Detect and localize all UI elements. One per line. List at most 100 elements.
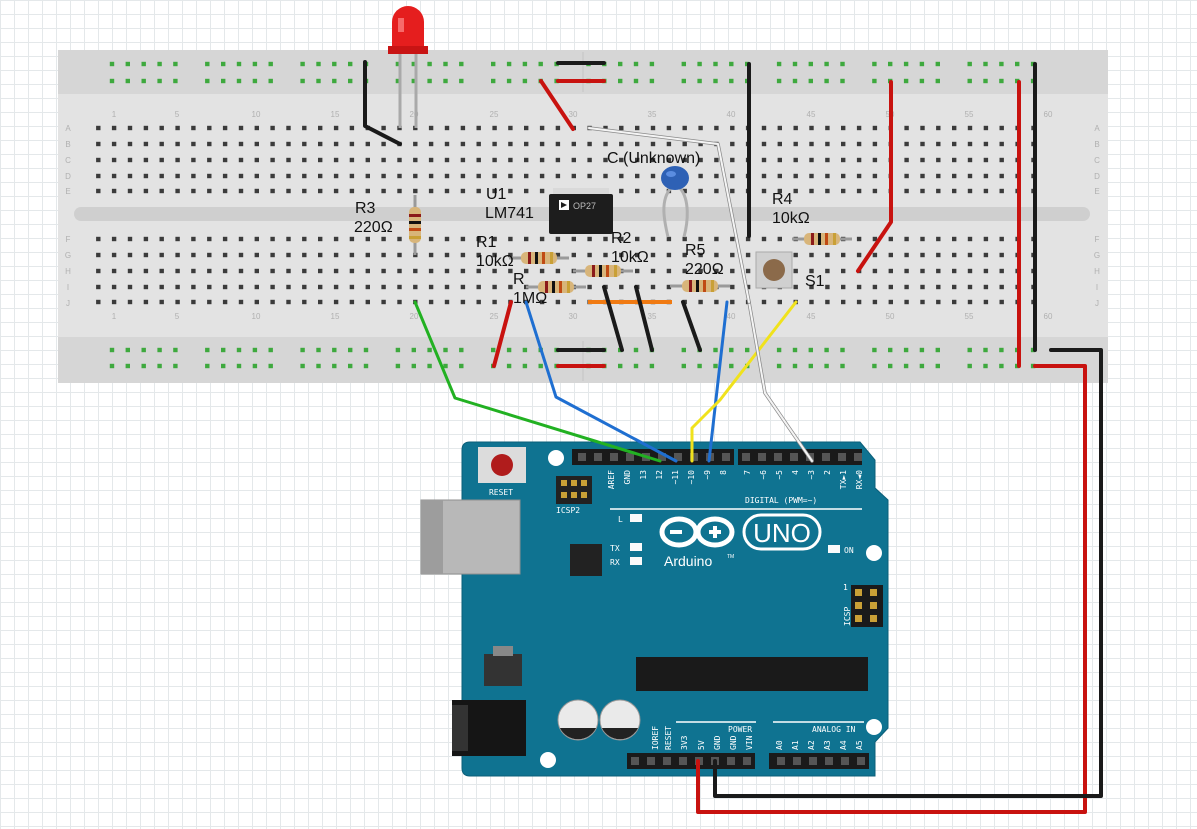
header-pin[interactable] — [626, 453, 634, 461]
breadboard-hole — [191, 252, 196, 258]
regulator-tab — [493, 646, 513, 656]
wire-black-led[interactable] — [363, 60, 402, 146]
rail-hole — [236, 347, 242, 353]
header-pin[interactable] — [857, 757, 865, 765]
pushbutton-s1[interactable] — [755, 251, 793, 289]
header-pin[interactable] — [647, 757, 655, 765]
header-pin[interactable] — [674, 453, 682, 461]
header-pin[interactable] — [822, 453, 830, 461]
rail-hole — [459, 78, 464, 84]
rail-hole — [173, 61, 178, 67]
pin-label-a1: A1 — [791, 740, 800, 750]
rail-hole — [808, 347, 813, 353]
wire-white-pin3[interactable] — [748, 301, 813, 462]
red-led[interactable] — [388, 6, 428, 128]
power-pin-labels: IOREF RESET 3V3 5V GND GND VIN — [651, 726, 754, 750]
resistor-r1[interactable] — [509, 252, 569, 264]
breadboard-hole — [476, 299, 481, 305]
breadboard-hole — [333, 268, 339, 274]
power-header — [627, 753, 755, 769]
breadboard-hole — [999, 299, 1004, 305]
rail-hole — [840, 363, 845, 369]
wire-red-short-2[interactable] — [492, 300, 513, 368]
header-pin[interactable] — [578, 453, 586, 461]
resistor-r5[interactable] — [670, 280, 730, 292]
wire-red-5v[interactable] — [696, 364, 1087, 814]
breadboard-hole — [381, 188, 386, 194]
breadboard-hole — [175, 125, 180, 131]
header-pin[interactable] — [679, 757, 687, 765]
breadboard-hole — [238, 236, 244, 242]
rail-hole — [888, 61, 893, 67]
breadboard-hole — [492, 252, 497, 258]
wire-black-short-1[interactable] — [602, 285, 624, 352]
rail-hole — [745, 347, 750, 353]
breadboard-hole — [270, 141, 275, 147]
header-pin[interactable] — [774, 453, 782, 461]
breadboard-hole — [444, 268, 450, 274]
header-pin[interactable] — [722, 453, 730, 461]
wire-black-short-2[interactable] — [634, 285, 654, 352]
breadboard-hole — [698, 173, 703, 179]
breadboard-hole — [191, 188, 196, 194]
resistor-r4[interactable] — [792, 233, 852, 245]
header-pin[interactable] — [841, 757, 849, 765]
wire-black-short-3[interactable] — [681, 300, 702, 352]
header-pin[interactable] — [658, 453, 666, 461]
resistor-r3[interactable] — [409, 195, 421, 255]
breadboard-hole — [318, 141, 323, 147]
breadboard-hole — [714, 125, 719, 131]
wire-blue-pin9[interactable] — [707, 300, 729, 463]
breadboard-hole — [603, 173, 608, 179]
header-pin[interactable] — [690, 453, 698, 461]
header-pin[interactable] — [758, 453, 766, 461]
header-pin[interactable] — [777, 757, 785, 765]
col-num: 40 — [727, 110, 736, 119]
rail-hole — [824, 61, 829, 67]
resistor-r2[interactable] — [573, 265, 633, 277]
header-pin[interactable] — [727, 757, 735, 765]
pin-label-13: 13 — [639, 470, 648, 480]
row-letter: J — [1095, 299, 1099, 308]
header-pin[interactable] — [631, 757, 639, 765]
header-pin[interactable] — [854, 453, 862, 461]
rail-hole — [348, 61, 353, 67]
resistor-r[interactable] — [526, 281, 586, 293]
rail-hole — [1015, 61, 1020, 67]
breadboard-hole — [872, 141, 878, 147]
breadboard-hole — [967, 236, 973, 242]
header-pin[interactable] — [594, 453, 602, 461]
wire-red-short-1[interactable] — [539, 79, 575, 131]
wire-red-switch[interactable] — [856, 80, 893, 273]
header-pin[interactable] — [793, 757, 801, 765]
wire-blue-pin11[interactable] — [524, 300, 678, 463]
header-pin[interactable] — [838, 453, 846, 461]
rail-hole — [252, 363, 258, 369]
breadboard-hole — [856, 141, 862, 147]
rail-hole — [792, 347, 798, 353]
header-pin[interactable] — [743, 757, 751, 765]
wire-green-pin12[interactable] — [413, 300, 662, 463]
breadboard-hole — [159, 284, 164, 290]
rail-hole — [236, 78, 242, 84]
reset-button-cap[interactable] — [491, 454, 513, 476]
wire-black-gnd[interactable] — [713, 348, 1103, 798]
header-pin[interactable] — [790, 453, 798, 461]
header-pin[interactable] — [610, 453, 618, 461]
breadboard-hole — [793, 268, 798, 274]
breadboard-hole — [666, 236, 672, 242]
header-pin[interactable] — [663, 757, 671, 765]
breadboard-hole — [175, 188, 180, 194]
opamp-chip-u1[interactable]: OP27 — [549, 188, 613, 234]
breadboard-hole — [127, 125, 133, 131]
header-pin[interactable] — [825, 757, 833, 765]
arduino-brand-text: Arduino — [664, 553, 712, 569]
breadboard-hole — [952, 125, 957, 131]
rail-hole — [967, 61, 972, 67]
breadboard-hole — [318, 284, 323, 290]
capacitor-c[interactable] — [661, 166, 689, 238]
wire-white-top[interactable] — [588, 127, 750, 303]
header-pin[interactable] — [809, 757, 817, 765]
header-pin[interactable] — [742, 453, 750, 461]
breadboard-hole — [872, 284, 878, 290]
